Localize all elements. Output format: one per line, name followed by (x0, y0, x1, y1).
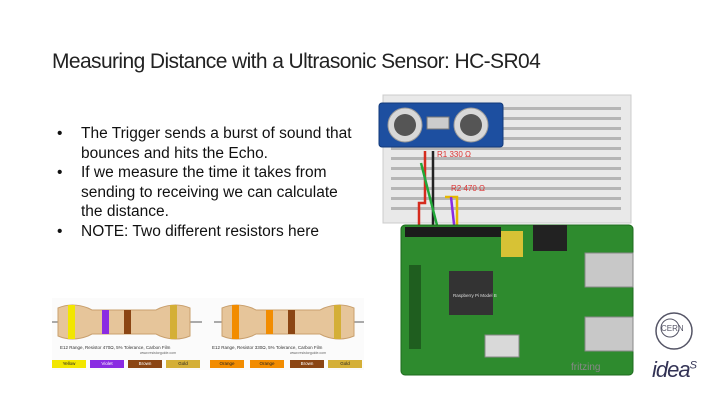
raspberry-pi-board (400, 224, 634, 376)
band-label: Orange (210, 360, 244, 368)
band-orange (266, 310, 273, 334)
circuit-drawing: R1 330 Ω R2 470 Ω Raspberry Pi Model B (378, 94, 634, 376)
band-label: Yellow (52, 360, 86, 368)
resistor-caption-right: E12 Range, Resistor 330Ω, 5% Tolerance, … (212, 345, 323, 350)
band-orange (232, 305, 239, 339)
bullet-item: If we measure the time it takes from sen… (57, 163, 357, 222)
rca-jack (501, 231, 523, 257)
slide-title: Measuring Distance with a Ultrasonic Sen… (52, 50, 541, 73)
sensor-crystal (426, 116, 450, 130)
circuit-diagram: R1 330 Ω R2 470 Ω Raspberry Pi Model B (375, 93, 635, 383)
band-gold (170, 305, 177, 339)
usb-port (584, 252, 634, 288)
band-label: Violet (90, 360, 124, 368)
board-text: Raspberry Pi Model B (453, 293, 497, 298)
bullet-list: The Trigger sends a burst of sound that … (57, 124, 357, 241)
resistor-illustration (52, 298, 364, 370)
resistor-drawings (52, 304, 364, 340)
band-brown (124, 310, 131, 334)
hdmi-port (484, 334, 520, 358)
resistor-source-left: www.resistorguide.com (140, 351, 176, 355)
bullet-item: The Trigger sends a burst of sound that … (57, 124, 357, 163)
ideas-logo-sup: S (689, 359, 697, 372)
band-label: Gold (328, 360, 362, 368)
cern-logo: CERN (654, 311, 694, 351)
band-brown (288, 310, 295, 334)
resistor-source-right: www.resistorguide.com (290, 351, 326, 355)
cern-logo-text: CERN (661, 324, 684, 333)
band-yellow (68, 305, 75, 339)
soc-chip (449, 271, 493, 315)
band-label: Brown (290, 360, 324, 368)
ideas-logo: ideaS (652, 357, 697, 383)
breadboard-holes (391, 107, 621, 210)
band-label: Brown (128, 360, 162, 368)
ideas-logo-text: idea (652, 357, 691, 382)
display-connector (409, 265, 421, 349)
band-violet (102, 310, 109, 334)
r2-label: R2 470 Ω (451, 184, 485, 193)
audio-jack (533, 225, 567, 251)
fritzing-label: fritzing (571, 362, 601, 373)
gpio-header (405, 227, 501, 237)
bullet-item: NOTE: Two different resistors here (57, 222, 357, 242)
r1-label: R1 330 Ω (437, 150, 471, 159)
resistor-caption-left: E12 Range, Resistor 470Ω, 5% Tolerance, … (60, 345, 171, 350)
wire-green (419, 162, 441, 234)
band-label: Orange (250, 360, 284, 368)
ethernet-port (584, 316, 634, 352)
band-gold (334, 305, 341, 339)
band-label: Gold (166, 360, 200, 368)
wire-yellow (445, 195, 459, 233)
